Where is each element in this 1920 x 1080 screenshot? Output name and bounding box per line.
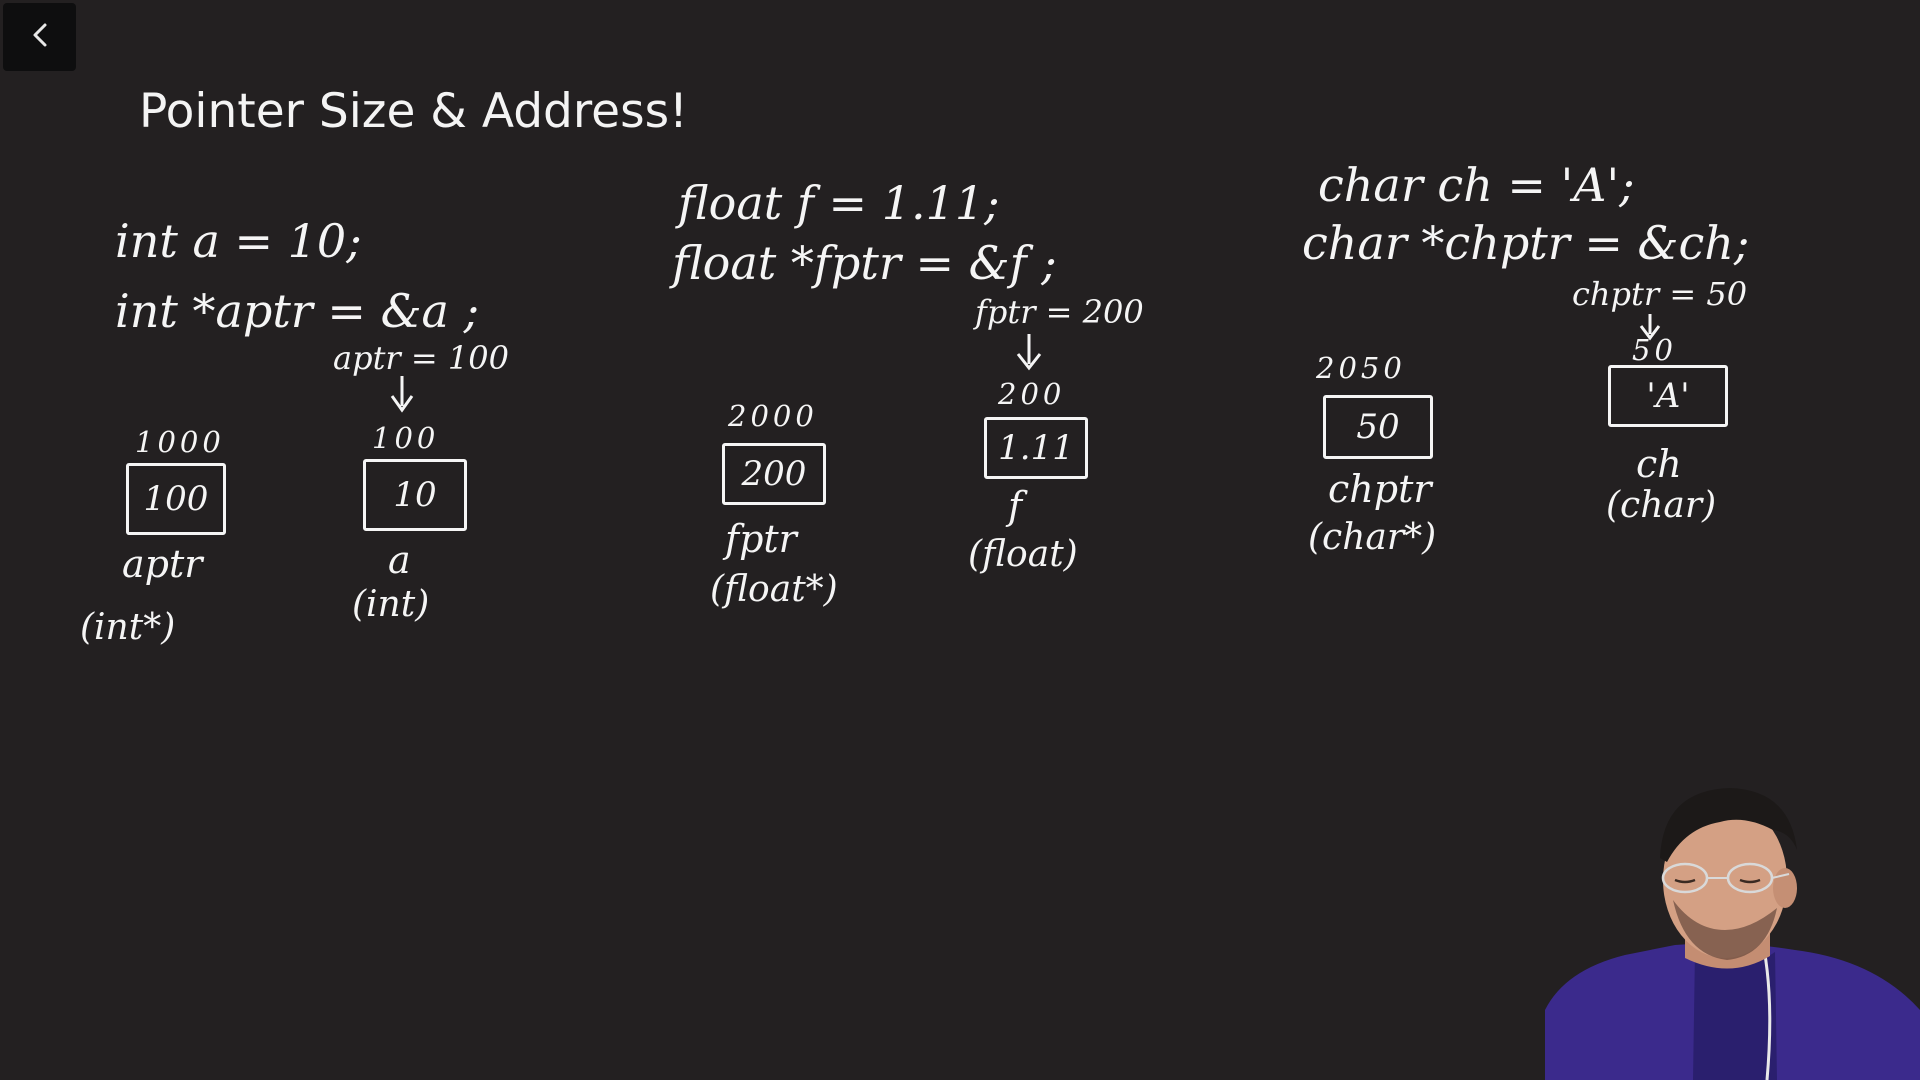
- char-pointer-declaration: char *chptr = &ch;: [1302, 216, 1750, 270]
- a-type: (int): [352, 584, 430, 625]
- f-address: 200: [998, 377, 1066, 411]
- aptr-address: 1000: [135, 425, 225, 459]
- f-name: f: [1008, 484, 1023, 528]
- chptr-memory-cell: 50: [1323, 395, 1433, 459]
- float-pointer-annotation: fptr = 200: [975, 293, 1144, 331]
- presenter-image: [1545, 788, 1920, 1080]
- back-button[interactable]: [3, 3, 76, 71]
- chevron-left-icon: [30, 21, 50, 53]
- int-pointer-declaration: int *aptr = &a ;: [115, 284, 480, 338]
- char-value-declaration: char ch = 'A';: [1318, 158, 1635, 212]
- ch-memory-cell: 'A': [1608, 365, 1728, 427]
- int-value-declaration: int a = 10;: [115, 214, 362, 268]
- f-memory-cell: 1.11: [984, 417, 1088, 479]
- int-arrow-head: [390, 395, 414, 413]
- fptr-name: fptr: [725, 517, 797, 561]
- a-memory-cell: 10: [363, 459, 467, 531]
- aptr-type: (int*): [80, 607, 176, 648]
- aptr-name: aptr: [122, 542, 203, 586]
- presenter-webcam: [1545, 780, 1920, 1080]
- ch-address: 50: [1632, 333, 1677, 367]
- fptr-address: 2000: [728, 399, 818, 433]
- chptr-name: chptr: [1328, 467, 1432, 511]
- int-pointer-annotation: aptr = 100: [333, 339, 509, 377]
- ch-name: ch: [1636, 442, 1682, 486]
- char-pointer-annotation: chptr = 50: [1572, 275, 1748, 313]
- chptr-type: (char*): [1308, 517, 1437, 558]
- f-type: (float): [968, 534, 1078, 575]
- float-arrow-head: [1016, 353, 1042, 371]
- aptr-memory-cell: 100: [126, 463, 226, 535]
- float-pointer-declaration: float *fptr = &f ;: [672, 236, 1057, 290]
- page-title: Pointer Size & Address!: [139, 84, 688, 139]
- chptr-address: 2050: [1316, 351, 1406, 385]
- fptr-type: (float*): [710, 569, 838, 610]
- a-address: 100: [372, 421, 440, 455]
- float-value-declaration: float f = 1.11;: [678, 176, 1000, 230]
- ch-type: (char): [1606, 485, 1717, 526]
- a-name: a: [388, 538, 411, 582]
- fptr-memory-cell: 200: [722, 443, 826, 505]
